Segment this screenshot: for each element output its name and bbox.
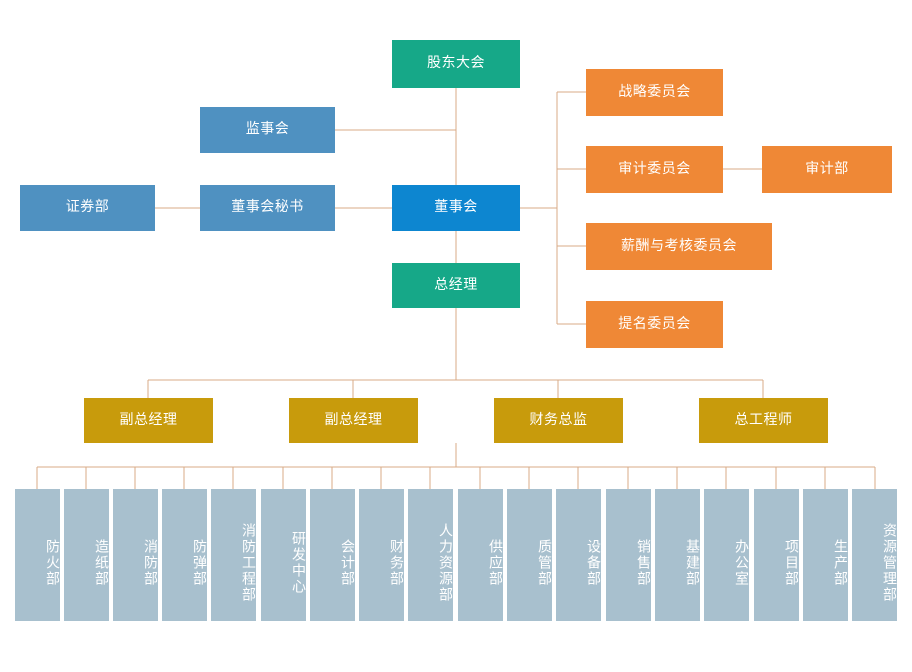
node-label: 基建部: [684, 539, 700, 587]
node-shareholders-meeting[interactable]: 股东大会: [392, 40, 520, 88]
node-label: 战略委员会: [618, 83, 691, 100]
node-committee-nomination[interactable]: 提名委员会: [586, 301, 723, 348]
node-label: 消防工程部: [240, 523, 256, 603]
node-department-production[interactable]: 生产部: [803, 489, 848, 621]
node-department-resource-management[interactable]: 资源管理部: [852, 489, 897, 621]
node-label: 销售部: [635, 539, 651, 587]
node-label: 监事会: [245, 121, 290, 138]
node-department-quality-control[interactable]: 质管部: [507, 489, 552, 621]
node-label: 总经理: [434, 276, 478, 293]
node-department-human-resources[interactable]: 人力资源部: [408, 489, 453, 621]
node-label: 设备部: [585, 539, 601, 587]
node-label: 防弹部: [191, 539, 207, 587]
node-department-supply[interactable]: 供应部: [458, 489, 503, 621]
node-label: 项目部: [783, 539, 799, 587]
node-label: 薪酬与考核委员会: [621, 237, 737, 254]
node-label: 财务部: [388, 539, 404, 587]
node-label: 造纸部: [93, 539, 109, 587]
node-department-fire-engineering[interactable]: 消防工程部: [211, 489, 256, 621]
node-label: 审计委员会: [618, 160, 691, 177]
node-department-project[interactable]: 项目部: [754, 489, 799, 621]
node-label: 副总经理: [324, 411, 383, 428]
node-chief-financial-officer[interactable]: 财务总监: [494, 398, 623, 443]
node-department-infrastructure[interactable]: 基建部: [655, 489, 700, 621]
node-department-sales[interactable]: 销售部: [606, 489, 651, 621]
node-label: 质管部: [536, 539, 552, 587]
node-chief-engineer[interactable]: 总工程师: [699, 398, 828, 443]
node-department-rd-center[interactable]: 研发中心: [261, 489, 306, 621]
node-label: 资源管理部: [881, 523, 897, 603]
node-audit-department[interactable]: 审计部: [762, 146, 892, 193]
node-label: 研发中心: [290, 531, 306, 595]
node-label: 提名委员会: [618, 315, 691, 332]
node-board-secretary[interactable]: 董事会秘书: [200, 185, 335, 231]
node-label: 证券部: [65, 199, 110, 216]
node-label: 审计部: [805, 160, 849, 177]
node-department-office[interactable]: 办公室: [704, 489, 749, 621]
node-label: 股东大会: [427, 55, 485, 72]
node-label: 人力资源部: [437, 523, 453, 603]
node-department-accounting[interactable]: 会计部: [310, 489, 355, 621]
node-label: 总工程师: [734, 411, 793, 428]
node-deputy-general-manager-1[interactable]: 副总经理: [84, 398, 213, 443]
node-label: 董事会秘书: [231, 199, 304, 216]
node-committee-audit[interactable]: 审计委员会: [586, 146, 723, 193]
node-label: 副总经理: [119, 411, 178, 428]
node-department-equipment[interactable]: 设备部: [556, 489, 601, 621]
node-department-fire-prevention[interactable]: 防火部: [15, 489, 60, 621]
node-department-finance[interactable]: 财务部: [359, 489, 404, 621]
node-label: 董事会: [434, 199, 478, 216]
node-label: 会计部: [339, 539, 355, 587]
node-deputy-general-manager-2[interactable]: 副总经理: [289, 398, 418, 443]
node-department-fire-fighting[interactable]: 消防部: [113, 489, 158, 621]
node-department-bulletproof[interactable]: 防弹部: [162, 489, 207, 621]
node-committee-strategy[interactable]: 战略委员会: [586, 69, 723, 116]
node-label: 办公室: [733, 539, 749, 587]
node-label: 防火部: [44, 539, 60, 587]
node-general-manager[interactable]: 总经理: [392, 263, 520, 308]
node-supervisory-board[interactable]: 监事会: [200, 107, 335, 153]
node-department-papermaking[interactable]: 造纸部: [64, 489, 109, 621]
node-label: 消防部: [142, 539, 158, 587]
node-securities-department[interactable]: 证券部: [20, 185, 155, 231]
node-label: 供应部: [487, 539, 503, 587]
node-committee-compensation[interactable]: 薪酬与考核委员会: [586, 223, 772, 270]
node-label: 财务总监: [529, 411, 588, 428]
node-label: 生产部: [832, 539, 848, 587]
node-board-of-directors[interactable]: 董事会: [392, 185, 520, 231]
